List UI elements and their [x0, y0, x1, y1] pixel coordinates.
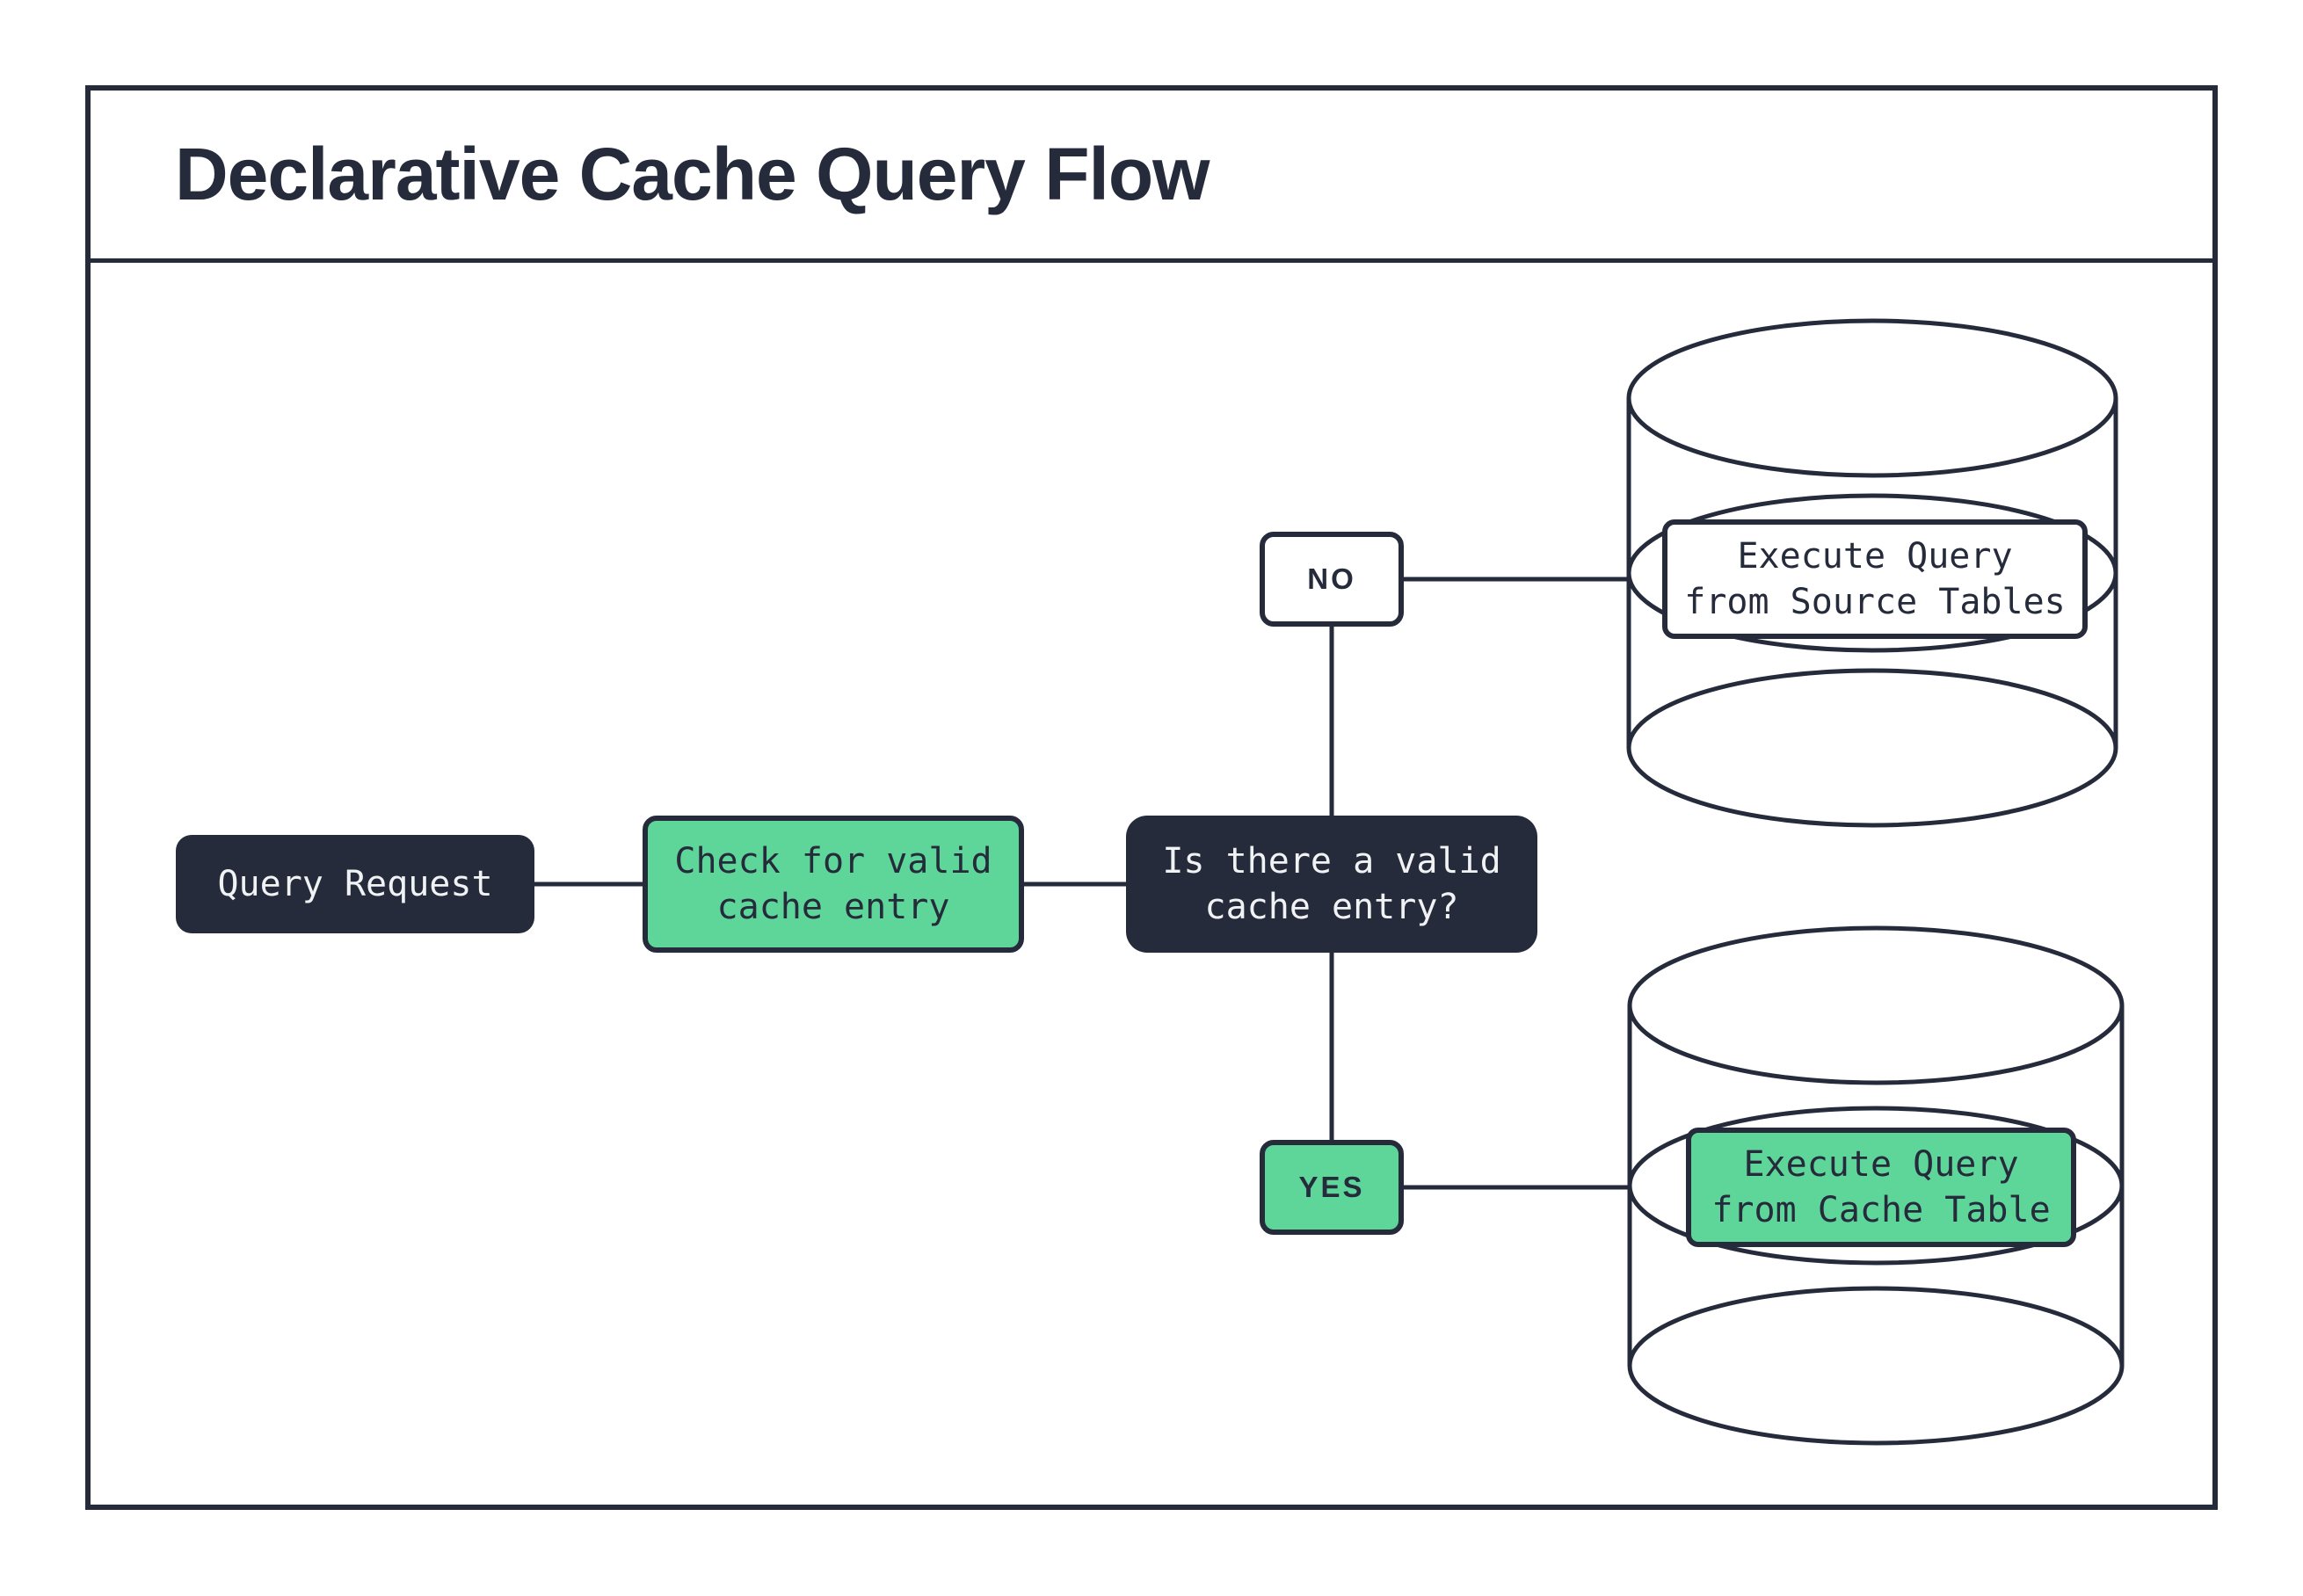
- node-query-request-label: Query Request: [217, 864, 493, 904]
- branch-no-text: NO: [1307, 562, 1356, 595]
- node-execute-source: Execute Query from Source Tables: [1662, 519, 2088, 639]
- node-execute-cache: Execute Query from Cache Table: [1686, 1128, 2076, 1247]
- node-check-cache-line2: cache entry: [716, 887, 950, 927]
- node-decision: Is there a valid cache entry?: [1126, 816, 1537, 953]
- branch-label-no: NO: [1260, 532, 1404, 627]
- branch-yes-text: YES: [1298, 1171, 1365, 1203]
- node-execute-source-line1: Execute Query: [1737, 536, 2013, 577]
- node-execute-cache-line2: from Cache Table: [1711, 1190, 2051, 1230]
- connector-lines: [534, 577, 1630, 1190]
- node-execute-source-line2: from Source Tables: [1684, 582, 2066, 622]
- node-check-cache: Check for valid cache entry: [643, 816, 1024, 953]
- node-check-cache-line1: Check for valid: [674, 841, 992, 881]
- node-decision-line2: cache entry?: [1204, 887, 1459, 927]
- node-query-request: Query Request: [176, 835, 534, 933]
- node-decision-line1: Is there a valid: [1162, 841, 1501, 881]
- node-execute-cache-line1: Execute Query: [1743, 1144, 2019, 1185]
- title-bar: Declarative Cache Query Flow: [91, 91, 2212, 263]
- page-title: Declarative Cache Query Flow: [175, 133, 1210, 215]
- branch-label-yes: YES: [1260, 1140, 1404, 1235]
- cache-database-icon: [1627, 925, 2125, 1446]
- source-database-icon: [1626, 318, 2118, 828]
